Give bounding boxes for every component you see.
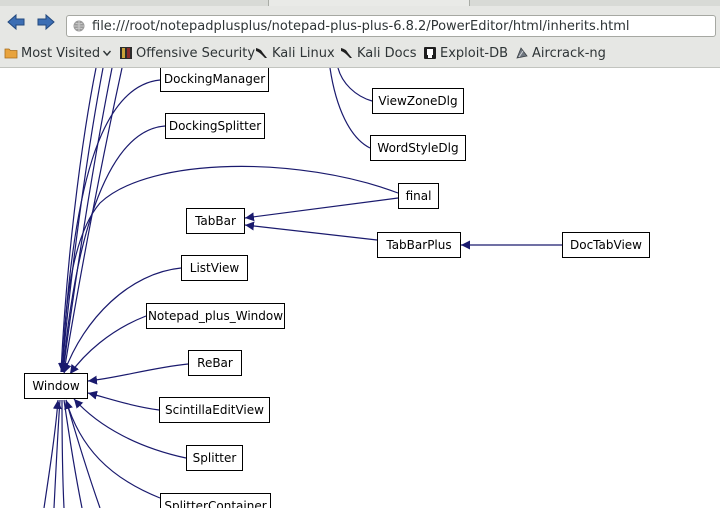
bookmark-label: Most Visited bbox=[21, 45, 101, 61]
forward-button[interactable] bbox=[36, 12, 56, 32]
edge-rebar-window bbox=[87, 363, 189, 385]
edge-offscreen-f bbox=[53, 399, 61, 508]
globe-icon bbox=[73, 20, 85, 32]
aircrack-icon bbox=[516, 47, 528, 59]
class-node-docking-splitter[interactable]: DockingSplitter bbox=[165, 113, 265, 139]
edge-listview-window bbox=[62, 267, 182, 374]
chevron-down-icon bbox=[103, 50, 112, 57]
exploit-db-icon bbox=[424, 47, 436, 59]
class-node-doc-tab-view[interactable]: DocTabView bbox=[562, 232, 650, 258]
edge-tabbarplus-tabbar bbox=[244, 221, 378, 241]
url-text: file:///root/notepadplusplus/notepad-plu… bbox=[92, 19, 630, 34]
bookmarks-toolbar: Most Visited Offensive Security Kali Lin… bbox=[0, 38, 720, 68]
inheritance-graph bbox=[43, 68, 562, 508]
bookmark-label: Kali Linux bbox=[272, 45, 335, 61]
class-node-tab-bar[interactable]: TabBar bbox=[186, 208, 245, 234]
edge-final-tabbar bbox=[244, 197, 399, 222]
edge-docking-splitter-window bbox=[59, 125, 166, 373]
edge-offscreen-c bbox=[62, 68, 113, 373]
edge-offscreen-d bbox=[63, 68, 123, 373]
class-node-docking-manager[interactable]: DockingManager bbox=[160, 68, 269, 92]
bookmark-aircrack-ng[interactable]: Aircrack-ng bbox=[515, 45, 606, 61]
edge-splitter-window bbox=[73, 398, 187, 459]
edge-offscreen-a bbox=[60, 68, 97, 373]
bookmark-most-visited[interactable]: Most Visited bbox=[4, 45, 112, 61]
kali-dragon-icon bbox=[341, 48, 352, 58]
edge-notepad-window-window bbox=[69, 315, 147, 375]
class-node-window[interactable]: Window bbox=[24, 373, 88, 399]
bookmark-kali-linux[interactable]: Kali Linux bbox=[255, 45, 335, 61]
class-node-tab-bar-plus[interactable]: TabBarPlus bbox=[377, 232, 461, 258]
edge-offscreen-h bbox=[63, 399, 83, 508]
navigation-toolbar: file:///root/notepadplusplus/notepad-plu… bbox=[0, 6, 720, 38]
edge-offscreen-e bbox=[43, 399, 62, 508]
bookmark-exploit-db[interactable]: Exploit-DB bbox=[423, 45, 508, 61]
forward-arrow-icon bbox=[37, 13, 55, 31]
class-node-list-view[interactable]: ListView bbox=[181, 255, 248, 281]
class-node-view-zone-dlg[interactable]: ViewZoneDlg bbox=[372, 88, 464, 114]
page-content: DockingManager DockingSplitter ViewZoneD… bbox=[0, 68, 720, 508]
edge-final-window bbox=[58, 165, 399, 373]
class-node-notepad-plus-window[interactable]: Notepad_plus_Window bbox=[146, 303, 285, 329]
bookmark-kali-docs[interactable]: Kali Docs bbox=[340, 45, 417, 61]
kali-dragon-icon bbox=[256, 48, 267, 58]
active-tab-edge[interactable] bbox=[268, 0, 470, 6]
edge-offscreen-b bbox=[61, 68, 104, 373]
folder-icon bbox=[4, 48, 18, 59]
class-node-scintilla-edit-view[interactable]: ScintillaEditView bbox=[159, 397, 270, 423]
class-node-final[interactable]: final bbox=[398, 183, 439, 209]
class-node-rebar[interactable]: ReBar bbox=[188, 350, 242, 376]
edge-splitter-container-window bbox=[64, 399, 161, 499]
class-node-word-style-dlg[interactable]: WordStyleDlg bbox=[370, 135, 466, 161]
tab-strip bbox=[0, 0, 720, 6]
edge-offscreen-g bbox=[61, 399, 65, 508]
edge-wordstyle-parent bbox=[329, 68, 371, 149]
class-node-splitter-container[interactable]: SplitterContainer bbox=[160, 493, 271, 508]
edge-viewzone-parent bbox=[337, 68, 373, 102]
bookmark-label: Kali Docs bbox=[357, 45, 417, 61]
bookmark-offensive-security[interactable]: Offensive Security bbox=[119, 45, 255, 61]
back-button[interactable] bbox=[6, 12, 26, 32]
back-arrow-icon bbox=[7, 13, 25, 31]
bookmark-label: Aircrack-ng bbox=[532, 45, 606, 61]
url-bar[interactable]: file:///root/notepadplusplus/notepad-plu… bbox=[66, 15, 716, 37]
edge-scintilla-window bbox=[87, 390, 160, 411]
offensive-security-icon bbox=[120, 47, 132, 59]
bookmark-label: Offensive Security bbox=[136, 45, 256, 61]
edge-offscreen-i bbox=[65, 399, 101, 508]
class-node-splitter[interactable]: Splitter bbox=[186, 445, 243, 471]
bookmark-label: Exploit-DB bbox=[440, 45, 509, 61]
